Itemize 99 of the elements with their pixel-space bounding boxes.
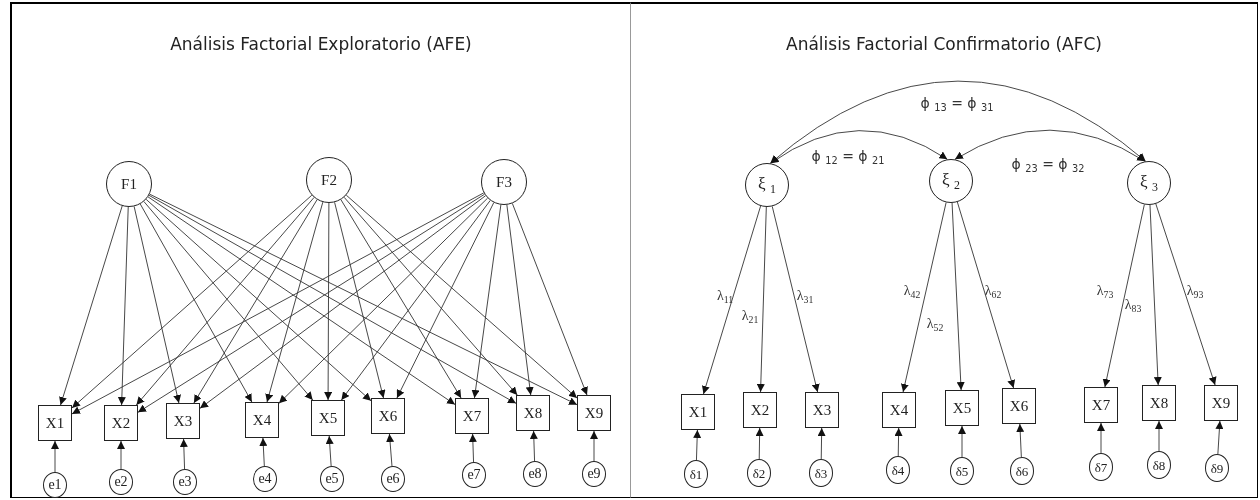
node-label: ξ $_{1}$ (758, 174, 776, 196)
indicator-box (805, 392, 839, 428)
node-label: e5 (325, 472, 339, 486)
edge-label: λ$_{11}$ (715, 288, 735, 306)
node-label: δ9 (1210, 461, 1224, 475)
error-circle (582, 461, 606, 487)
edge-label: λ$_{93}$ (1185, 283, 1205, 301)
node-label: δ7 (1094, 460, 1108, 474)
factor-circle (481, 159, 527, 205)
latent-circle (745, 163, 789, 207)
edge-label: λ$_{21}$ (740, 308, 760, 326)
node-label: X4 (252, 412, 272, 428)
node-label: X5 (952, 400, 972, 416)
indicator-box (945, 390, 979, 426)
edge-label: λ$_{83}$ (1123, 297, 1143, 315)
node-label: e3 (178, 475, 192, 489)
node-label: e6 (386, 472, 400, 486)
factor-circle (106, 161, 152, 207)
indicator-box (1084, 387, 1118, 423)
error-circle (886, 456, 910, 484)
error-circle (747, 459, 771, 487)
node-label: δ6 (1015, 464, 1029, 478)
node-label: X1 (45, 415, 65, 431)
error-circle (1147, 451, 1171, 479)
edge-label: λ$_{42}$ (902, 283, 922, 301)
indicator-box (1142, 385, 1176, 421)
node-label: e4 (258, 472, 272, 486)
factor-circle (306, 157, 352, 203)
node-label: ξ $_{3}$ (1140, 172, 1158, 194)
node-label: X8 (523, 405, 543, 421)
node-label: δ3 (814, 466, 828, 480)
error-circle (109, 469, 133, 495)
edge-label: λ$_{52}$ (925, 316, 945, 334)
error-circle (381, 466, 405, 492)
node-label: X7 (462, 408, 482, 424)
edge-label: ϕ $_{12}$ = ϕ $_{21}$ (810, 149, 886, 167)
indicator-box (245, 402, 279, 438)
node-label: X4 (889, 402, 909, 418)
node-label: X6 (1009, 398, 1029, 414)
indicator-box (38, 405, 72, 441)
node-label: X7 (1091, 397, 1111, 413)
edge-label: λ$_{62}$ (983, 283, 1003, 301)
error-circle (320, 466, 344, 492)
node-label: X3 (173, 413, 193, 429)
edge-label: ϕ $_{13}$ = ϕ $_{31}$ (919, 96, 995, 114)
latent-circle (1127, 161, 1171, 205)
indicator-box (577, 395, 611, 431)
node-label: X9 (1211, 395, 1231, 411)
node-label: e7 (467, 468, 481, 482)
node-label: δ2 (752, 466, 766, 480)
node-label: F1 (121, 176, 137, 192)
indicator-box (371, 398, 405, 434)
node-label: X2 (111, 415, 131, 431)
node-label: e1 (48, 478, 62, 492)
error-circle (523, 461, 547, 487)
node-label: δ5 (955, 464, 969, 478)
node-label: X8 (1149, 395, 1169, 411)
node-label: δ4 (891, 463, 905, 477)
indicator-box (1204, 385, 1238, 421)
indicator-box (743, 392, 777, 428)
node-label: F3 (496, 174, 512, 190)
node-label: X6 (378, 408, 398, 424)
error-circle (1089, 453, 1113, 481)
node-label: e9 (587, 467, 601, 481)
indicator-box (882, 392, 916, 428)
node-label: δ1 (689, 467, 703, 481)
error-circle (684, 460, 708, 488)
indicator-box (1002, 388, 1036, 424)
node-label: X9 (584, 405, 604, 421)
node-label: e8 (528, 467, 542, 481)
node-label: X1 (688, 404, 708, 420)
node-label: X3 (812, 402, 832, 418)
error-circle (809, 459, 833, 487)
node-label: F2 (321, 172, 337, 188)
error-circle (950, 457, 974, 485)
indicator-box (104, 405, 138, 441)
indicator-box (311, 400, 345, 436)
error-circle (173, 469, 197, 495)
panel-title: Análisis Factorial Confirmatorio (AFC) (786, 34, 1102, 54)
latent-circle (929, 159, 973, 203)
node-label: δ8 (1152, 458, 1166, 472)
node-label: ξ $_{2}$ (942, 170, 960, 192)
panel-title: Análisis Factorial Exploratorio (AFE) (170, 34, 472, 54)
node-label: X2 (750, 402, 770, 418)
error-circle (462, 462, 486, 488)
indicator-box (166, 403, 200, 439)
node-label: X5 (318, 410, 338, 426)
indicator-box (516, 395, 550, 431)
indicator-box (455, 398, 489, 434)
error-circle (1205, 454, 1229, 482)
error-circle (1010, 457, 1034, 485)
edge-label: ϕ $_{23}$ = ϕ $_{32}$ (1010, 157, 1086, 175)
error-circle (253, 466, 277, 492)
node-label: e2 (114, 475, 128, 489)
edge-label: λ$_{31}$ (795, 288, 815, 306)
edge-label: λ$_{73}$ (1095, 283, 1115, 301)
panel (10, 2, 630, 498)
error-circle (43, 472, 67, 498)
indicator-box (681, 394, 715, 430)
